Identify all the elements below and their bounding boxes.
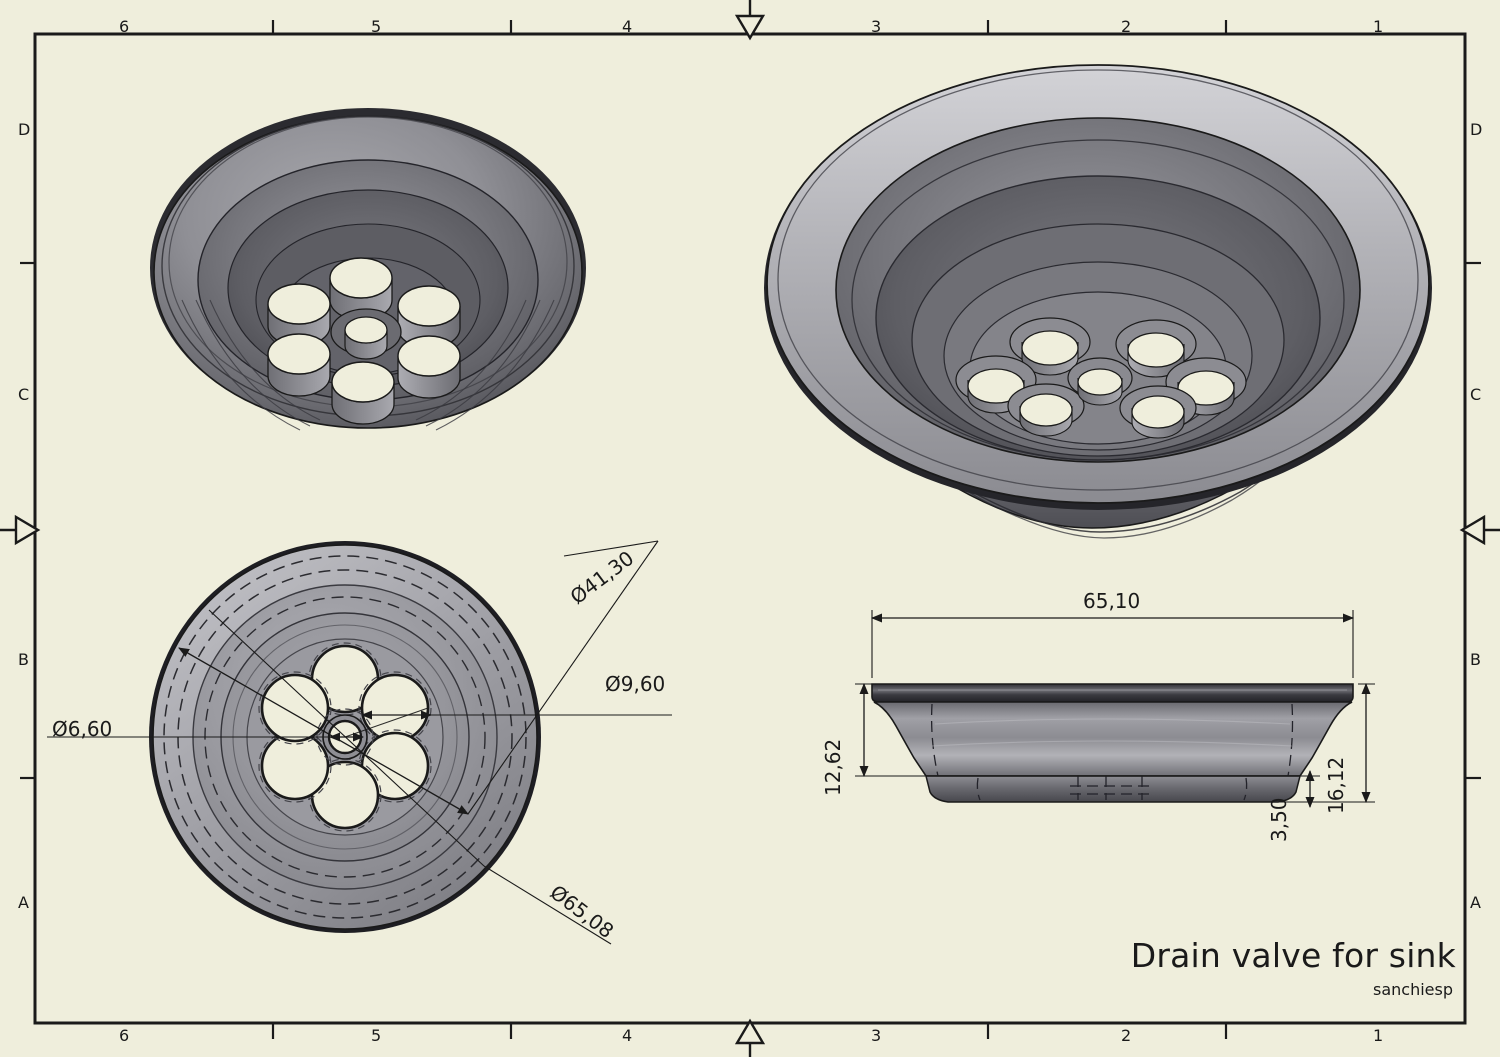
frame-column-label-bottom-2: 2 [1121, 1026, 1132, 1045]
frame-ticks-right [1465, 261, 1481, 780]
drawing-title: Drain valve for sink [1130, 936, 1456, 975]
frame-row-label-left-d: D [18, 120, 31, 139]
frame-column-label-bottom-5: 5 [371, 1026, 382, 1045]
frame-row-label-left-c: C [18, 385, 30, 404]
frame-ticks-left [20, 261, 35, 780]
dimension-label-dia-6-60: Ø6,60 [52, 717, 113, 741]
frame-column-label-top-4: 4 [622, 17, 633, 36]
frame-column-label-top-2: 2 [1121, 17, 1132, 36]
centering-mark-up-icon [734, 1018, 766, 1057]
section-hidden-lines [930, 703, 1294, 801]
frame-row-label-right-b: B [1470, 650, 1482, 669]
drawing-author: sanchiesp [1373, 980, 1453, 999]
frame-column-label-top-3: 3 [871, 17, 882, 36]
dimension-label-height-3-50: 3,50 [1267, 797, 1291, 842]
centering-mark-left-icon [1459, 514, 1500, 546]
frame-row-label-left-b: B [18, 650, 30, 669]
frame-column-label-top-6: 6 [119, 17, 130, 36]
dimension-label-width-65-10: 65,10 [1083, 589, 1141, 613]
dimension-label-dia-9-60: Ø9,60 [605, 672, 666, 696]
frame-row-label-right-c: C [1470, 385, 1482, 404]
dimension-label-height-12-62: 12,62 [821, 738, 845, 796]
frame-row-label-right-d: D [1470, 120, 1483, 139]
strainer-holes-underside [267, 257, 461, 425]
plan-view-top [47, 540, 672, 945]
frame-column-label-top-5: 5 [371, 17, 382, 36]
frame-ticks-bottom [271, 1023, 1228, 1039]
centering-mark-down-icon [734, 0, 766, 41]
hidden-line-outer [163, 555, 527, 919]
frame-column-label-bottom-1: 1 [1373, 1026, 1384, 1045]
strainer-holes-topside [955, 317, 1247, 439]
frame-row-label-left-a: A [18, 893, 30, 912]
frame-column-label-bottom-3: 3 [871, 1026, 882, 1045]
dimension-label-height-16-12: 16,12 [1324, 756, 1348, 814]
section-dimension-lines [855, 610, 1375, 808]
frame-column-label-bottom-6: 6 [119, 1026, 130, 1045]
centering-mark-right-icon [0, 514, 41, 546]
frame-row-label-right-a: A [1470, 893, 1482, 912]
isometric-view-underside [150, 108, 586, 431]
isometric-view-topside [764, 64, 1432, 539]
frame-column-label-top-1: 1 [1373, 17, 1384, 36]
frame-ticks-top [271, 20, 1228, 34]
frame-column-label-bottom-4: 4 [622, 1026, 633, 1045]
plan-dimension-lines [47, 540, 672, 945]
elevation-section-view [855, 610, 1375, 808]
